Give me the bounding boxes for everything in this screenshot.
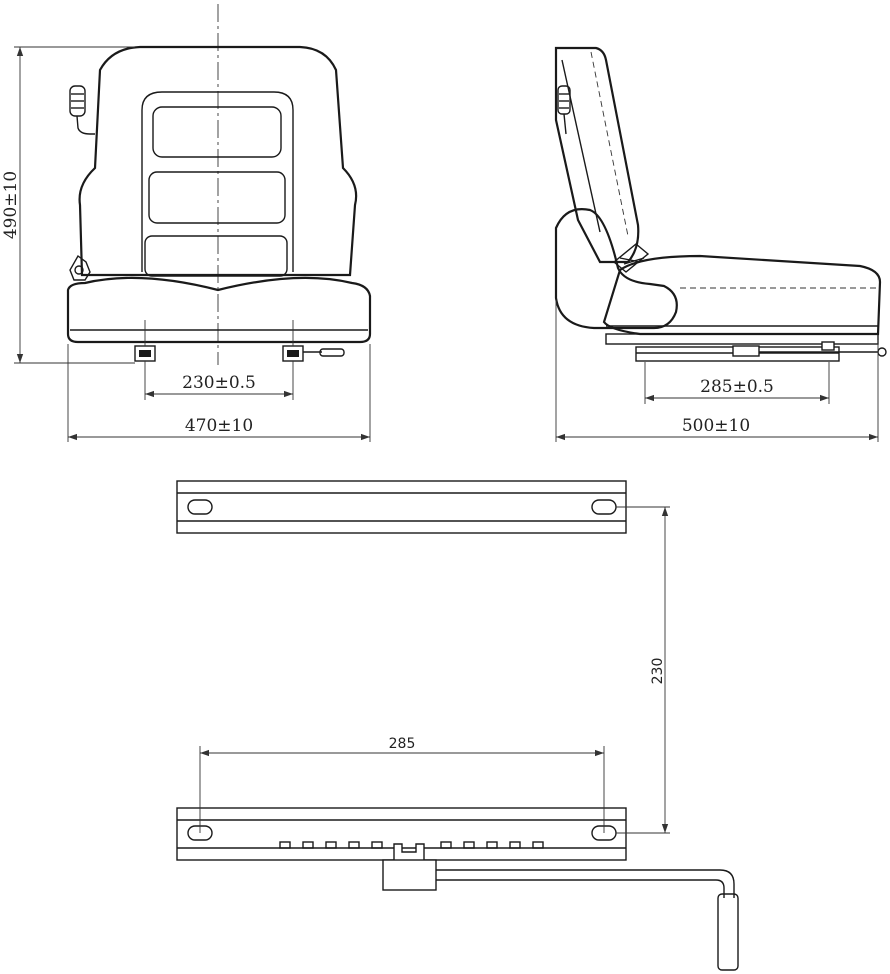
front-backrest-pad-middle — [148, 171, 286, 224]
bottom-rail — [176, 807, 739, 971]
rail-spacing-label: 285±0.5 — [700, 377, 774, 397]
mount-spacing-dimension: 230±0.5 — [144, 361, 294, 400]
front-backrest-outline — [78, 45, 358, 277]
side-backrest-inner-edge — [561, 59, 601, 233]
side-backrest-outline — [554, 46, 640, 264]
front-slide-lever — [303, 348, 345, 357]
rail-spacing-dimension: 285±0.5 — [644, 362, 830, 404]
top-rail — [176, 480, 627, 534]
height-dimension: 490±10 — [1, 46, 135, 364]
front-backrest-pad-bottom — [144, 235, 288, 277]
front-recline-handle — [69, 85, 95, 135]
front-backrest-inner-frame — [141, 91, 294, 272]
rail-distance-dimension: 230 — [616, 506, 670, 834]
rail-distance-label: 230 — [650, 658, 666, 685]
width-label: 470±10 — [185, 416, 253, 436]
depth-dimension: 500±10 — [555, 300, 879, 442]
side-rail-lever — [732, 341, 887, 357]
top-rail-slot-right — [591, 499, 617, 515]
front-seat-cushion — [66, 276, 372, 344]
side-backrest-hidden-line — [590, 51, 629, 237]
side-armrest — [554, 208, 678, 330]
top-rail-slot-left — [187, 499, 213, 515]
side-seat-cushion — [602, 254, 882, 336]
hole-spacing-dimension: 285 — [199, 736, 605, 833]
side-view: 285±0.5 500±10 — [554, 46, 887, 442]
bottom-rail-latch — [382, 843, 437, 891]
front-view: 490±10 230±0.5 470±10 — [1, 4, 372, 442]
front-mount-bracket-left — [134, 320, 156, 362]
side-recline-handle — [557, 85, 571, 135]
front-backrest-pad-top — [152, 106, 282, 158]
slide-rails-view: 230 285 — [176, 480, 739, 971]
bottom-rail-lock-teeth — [279, 841, 544, 849]
side-base-plate — [605, 333, 879, 345]
front-mount-bracket-right — [282, 320, 304, 362]
width-dimension: 470±10 — [67, 344, 371, 442]
bottom-rail-lever — [436, 869, 739, 971]
mount-spacing-label: 230±0.5 — [182, 373, 256, 393]
height-label: 490±10 — [1, 171, 21, 239]
hole-spacing-label: 285 — [389, 736, 416, 752]
depth-label: 500±10 — [682, 416, 750, 436]
side-latch-detail — [612, 243, 650, 273]
front-adjust-knob — [69, 254, 91, 281]
bottom-rail-lever-grip — [717, 893, 739, 971]
